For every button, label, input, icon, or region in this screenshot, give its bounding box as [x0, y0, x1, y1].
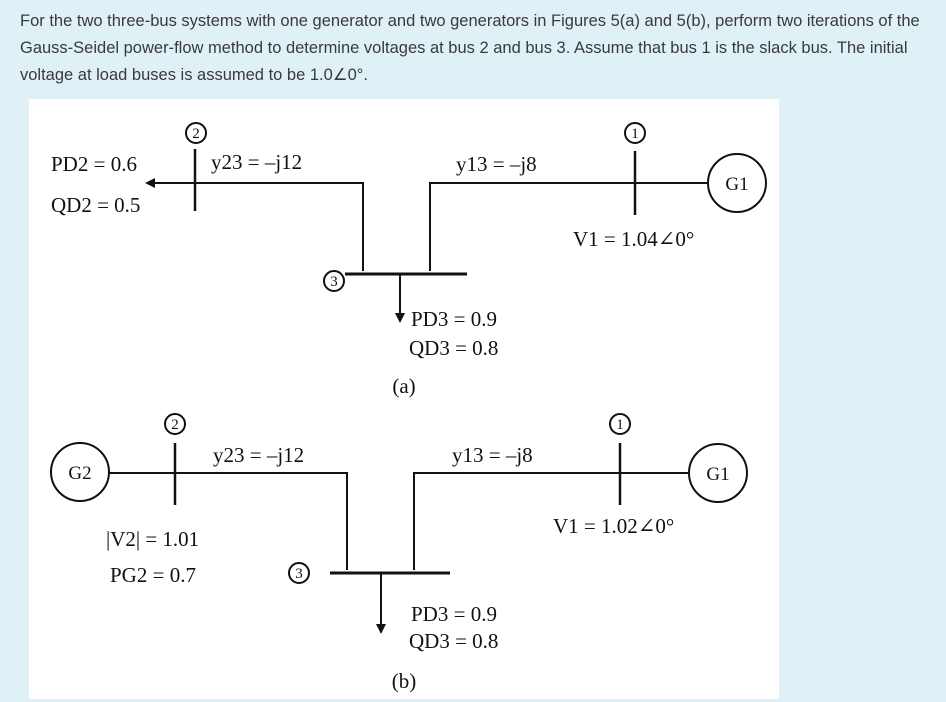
y13-label-b: y13 = –j8: [452, 443, 533, 467]
v2-magnitude-label-b: |V2| = 1.01: [106, 527, 199, 551]
generator-g1-label-b: G1: [706, 464, 729, 485]
qd3-label-b: QD3 = 0.8: [409, 629, 498, 653]
figure-a-labels: 2 1 3 PD2 = 0.6 QD2 = 0.5 y23 = –j12 y13…: [51, 126, 749, 398]
v1-label-b: V1 = 1.02∠0°: [553, 514, 674, 538]
generator-g1-label-a: G1: [725, 174, 748, 195]
figure-panel: 2 1 3 PD2 = 0.6 QD2 = 0.5 y23 = –j12 y13…: [29, 99, 779, 699]
bus-2-number-circle-b: [164, 413, 186, 435]
figure-b: [50, 413, 748, 634]
caption-b: (b): [392, 669, 417, 693]
bus-1-number-circle-a: [624, 122, 646, 144]
bus-1-number-circle-b: [609, 413, 631, 435]
pd2-label-a: PD2 = 0.6: [51, 152, 137, 176]
y23-label-a: y23 = –j12: [211, 150, 302, 174]
y13-label-a: y13 = –j8: [456, 152, 537, 176]
bus-3-number-circle-b: [288, 562, 310, 584]
bus-1-number-a: 1: [631, 126, 639, 142]
figure-a: [145, 122, 767, 323]
bus-1-number-b: 1: [616, 417, 624, 433]
qd2-label-a: QD2 = 0.5: [51, 193, 140, 217]
pd3-label-b: PD3 = 0.9: [411, 602, 497, 626]
pd3-label-a: PD3 = 0.9: [411, 307, 497, 331]
line-23-a: [195, 182, 364, 271]
question-text: For the two three-bus systems with one g…: [20, 12, 920, 84]
bus-3-number-b: 3: [295, 566, 303, 582]
figure-b-labels: 2 1 3 G2 G1 y23 = –j12 y13 = –j8 V1 = 1.…: [68, 417, 729, 693]
bus-3-number-circle-a: [323, 270, 345, 292]
y23-label-b: y23 = –j12: [213, 443, 304, 467]
generator-g1-circle-a: [707, 153, 767, 213]
bus-2-number-b: 2: [171, 417, 179, 433]
v1-label-a: V1 = 1.04∠0°: [573, 227, 694, 251]
bus-3-number-a: 3: [330, 274, 338, 290]
bus-2-number-circle-a: [185, 122, 207, 144]
line-23-b: [175, 472, 348, 570]
generator-g2-label-b: G2: [68, 463, 91, 484]
generator-g1-circle-b: [688, 443, 748, 503]
line-13-a: [429, 182, 635, 271]
line-13-b: [413, 472, 620, 570]
three-bus-diagrams: 2 1 3 PD2 = 0.6 QD2 = 0.5 y23 = –j12 y13…: [50, 122, 767, 693]
caption-a: (a): [392, 374, 415, 398]
bus-2-number-a: 2: [192, 126, 200, 142]
qd3-label-a: QD3 = 0.8: [409, 336, 498, 360]
pg2-label-b: PG2 = 0.7: [110, 563, 196, 587]
